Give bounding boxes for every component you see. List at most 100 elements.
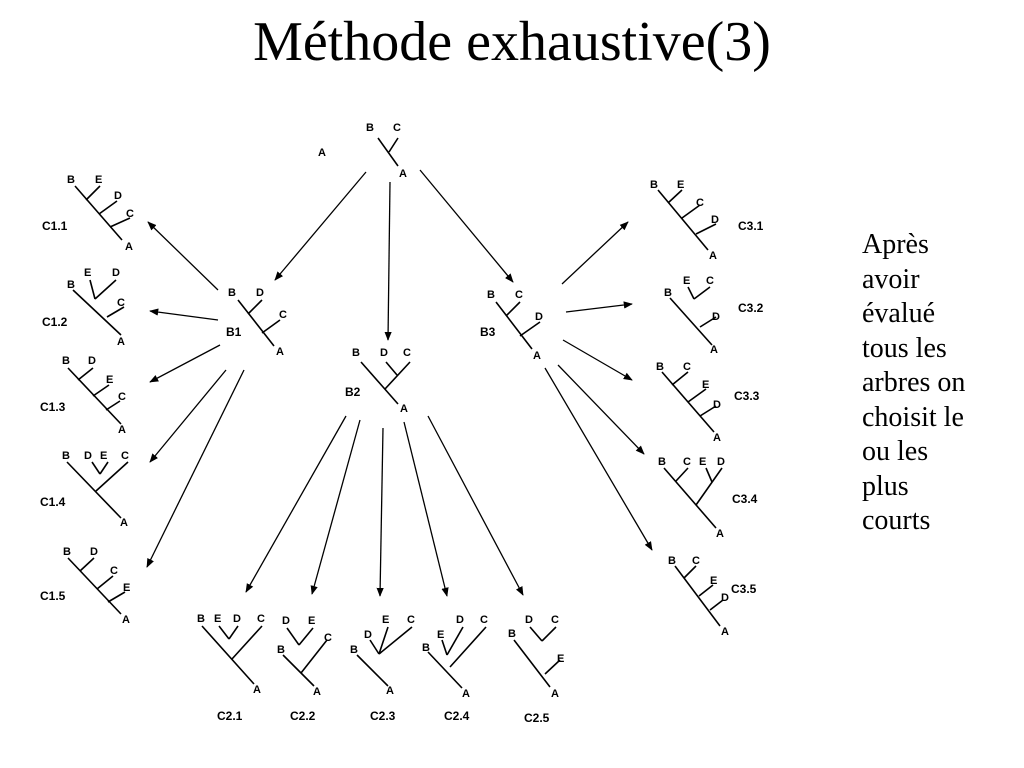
tree-root: A [551, 688, 559, 700]
tree-label: C1.3 [40, 400, 66, 414]
tree-branch [378, 626, 389, 655]
tree-tip: C [117, 297, 125, 309]
slide-title: Méthode exhaustive(3) [253, 11, 771, 73]
arrow [403, 421, 449, 597]
tree-root: A [533, 350, 541, 362]
tree-root: A [120, 517, 128, 529]
tree-branch [446, 626, 464, 656]
tree-tip: E [557, 653, 564, 665]
tree-c2-1: B E D C A C2.1 [197, 613, 265, 723]
tree-c2-4: B E D C A C2.4 [422, 614, 488, 723]
side-note-line: choisit le [862, 401, 964, 433]
tree-branch [505, 301, 521, 317]
arrow [544, 367, 653, 551]
tree-label: C1.4 [40, 495, 66, 509]
tree-branch [667, 189, 683, 204]
tree-c2-5: B D C E A C2.5 [508, 614, 564, 725]
tree-root: A [276, 346, 284, 358]
tree-branch [298, 627, 314, 646]
tree-branch [519, 321, 541, 337]
tree-tip: D [380, 347, 388, 359]
tree-branch [94, 279, 117, 300]
tree-root: A [125, 241, 133, 253]
tree-tip: E [699, 456, 706, 468]
tree-branch [427, 651, 463, 689]
side-note-line: évalué [862, 298, 936, 329]
tree-tip: C [706, 275, 714, 287]
tree-tip: B [62, 450, 70, 462]
tree-tip: D [84, 450, 92, 462]
tree-branch [95, 461, 129, 492]
tree-branch [300, 639, 328, 674]
tree-label: B1 [226, 325, 242, 339]
tree-root: A [710, 344, 718, 356]
tree-root: A [709, 250, 717, 262]
tree-c2-2: D E B C A C2.2 [277, 615, 332, 723]
tree-c1-2: B E D C A C1.2 [42, 267, 125, 348]
tree-tip: E [84, 267, 91, 279]
arrow [376, 427, 384, 597]
arrow [146, 369, 245, 568]
tree-label: B2 [345, 385, 361, 399]
tree-branch [261, 319, 281, 334]
tree-branch [218, 625, 230, 640]
tree-tip: E [123, 582, 130, 594]
tree-branch [669, 297, 713, 346]
tree-branch [698, 584, 714, 597]
root-tree: B C A [366, 122, 407, 180]
arrow [561, 221, 629, 285]
tree-root: A [253, 684, 261, 696]
tree-tip: B [668, 555, 676, 567]
tree-tip: E [100, 450, 107, 462]
tree-branch [693, 286, 711, 300]
side-note: Après avoir évalué tous les arbres on ch… [862, 228, 1012, 539]
tree-tip: B [422, 642, 430, 654]
tree-tip: D [256, 287, 264, 299]
tree-tip: D [456, 614, 464, 626]
tree-tip: E [95, 174, 102, 186]
tree-tip: C [480, 614, 488, 626]
arrow [149, 344, 221, 383]
tree-tip: B [658, 456, 666, 468]
tree-label: C3.3 [734, 389, 760, 403]
tree-tip: C [121, 450, 129, 462]
arrow [149, 369, 227, 463]
tree-tip: D [282, 615, 290, 627]
tree-c1-4: B D E C A C1.4 [40, 450, 129, 529]
tree-tip: B [352, 347, 360, 359]
tree-branch [681, 204, 701, 219]
tree-branch [377, 137, 399, 167]
arrow [147, 221, 219, 291]
tree-branch [89, 279, 96, 300]
tree-branch [237, 299, 275, 347]
tree-branch [109, 217, 131, 228]
tree-root: A [462, 688, 470, 700]
tree-branch [91, 461, 101, 475]
tree-tip: B [650, 179, 658, 191]
tree-label: C1.2 [42, 315, 68, 329]
tree-tip: D [713, 399, 721, 411]
side-note-line: tous les [862, 332, 947, 364]
tree-tip: C [692, 555, 700, 567]
tree-tip: C [110, 565, 118, 577]
tree-branch [201, 625, 255, 685]
tree-tip: C [126, 208, 134, 220]
tree-root: A [313, 686, 321, 698]
tree-label: C1.1 [42, 219, 68, 233]
tree-root: A [400, 403, 408, 415]
tree-branch [695, 467, 723, 506]
tree-tip: D [711, 214, 719, 226]
side-note-line: plus [862, 470, 909, 502]
tree-label: C2.1 [217, 709, 243, 723]
tree-label: C2.5 [524, 711, 550, 725]
tree-branch [107, 591, 126, 603]
tree-branch [228, 625, 239, 640]
tree-label: C3.5 [731, 582, 757, 596]
tree-branch [384, 361, 411, 390]
arrow [562, 339, 633, 381]
tree-c3-1: B E C D A C3.1 [650, 179, 764, 262]
tree-c3-3: B C E D A C3.3 [656, 361, 760, 444]
tree-branch [709, 599, 724, 611]
tree-branch [79, 557, 95, 572]
tree-label: C2.3 [370, 709, 396, 723]
